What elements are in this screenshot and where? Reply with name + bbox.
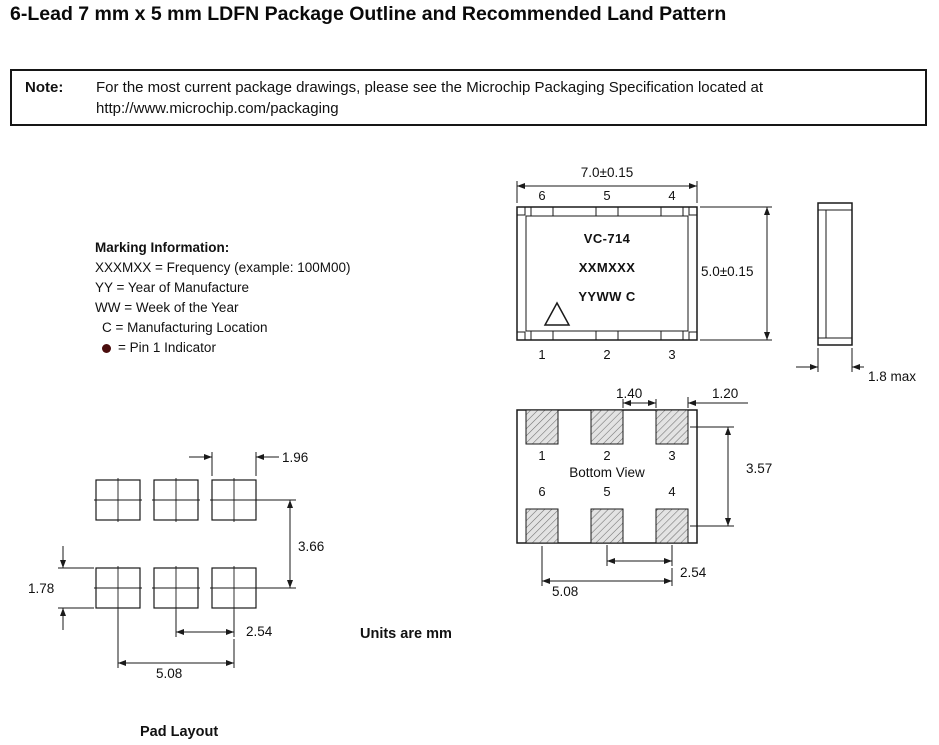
marking-information: Marking Information: XXXMXX = Frequency … — [95, 238, 351, 358]
marking-info-frequency: XXXMXX = Frequency (example: 100M00) — [95, 260, 351, 275]
top-view-package-body — [516, 206, 698, 341]
marking-info-heading: Marking Information: — [95, 240, 230, 255]
dim-label-bv-1-20: 1.20 — [712, 386, 739, 401]
dim-label-package-height: 5.0±0.15 — [701, 264, 754, 279]
bv-pin-label-3: 3 — [668, 448, 676, 463]
bv-pin-label-4: 4 — [668, 484, 676, 499]
bottom-view-label: Bottom View — [569, 465, 645, 480]
dim-label-pl-5-08: 5.08 — [156, 666, 183, 681]
dim-label-bv-1-40: 1.40 — [616, 386, 643, 401]
side-view-thickness-dimension — [796, 348, 864, 372]
bv-pin-label-6: 6 — [538, 484, 546, 499]
marking-info-week: WW = Week of the Year — [95, 300, 239, 315]
pin-label-bottom-1: 1 — [538, 347, 546, 362]
note-text: For the most current package drawings, p… — [96, 79, 764, 96]
pin-label-top-5: 5 — [603, 188, 611, 203]
dim-label-bv-2-54: 2.54 — [680, 565, 707, 580]
package-marking-datecode: YYWW C — [578, 289, 636, 304]
pad-center-crosses — [94, 478, 258, 610]
top-view-edge-pads — [530, 206, 684, 341]
side-view-body — [817, 202, 853, 346]
marking-info-pin1-line: = Pin 1 Indicator — [95, 338, 351, 358]
top-view-drawing — [516, 181, 772, 341]
dim-label-package-width: 7.0±0.15 — [580, 165, 634, 180]
dim-label-pl-1-78: 1.78 — [28, 581, 55, 596]
note-label: Note: — [25, 79, 64, 96]
dim-label-bv-3-57: 3.57 — [746, 461, 773, 476]
top-view-height-dimension — [700, 206, 772, 341]
pin-label-bottom-2: 2 — [603, 347, 611, 362]
units-label: Units are mm — [360, 626, 452, 642]
dim-label-pl-1-96: 1.96 — [282, 450, 309, 465]
page-title: 6-Lead 7 mm x 5 mm LDFN Package Outline … — [10, 3, 727, 25]
dim-label-pl-3-66: 3.66 — [298, 539, 325, 554]
pin1-triangle — [543, 301, 571, 326]
packaging-url: http://www.microchip.com/packaging — [96, 100, 339, 117]
pad-layout-dimensions — [58, 452, 296, 668]
marking-info-location: C = Manufacturing Location — [102, 320, 268, 335]
marking-info-year: YY = Year of Manufacture — [95, 280, 249, 295]
pad-layout-drawing — [58, 452, 296, 668]
pad-layout-label: Pad Layout — [140, 724, 219, 740]
pin-label-top-6: 6 — [538, 188, 546, 203]
bottom-view-dimensions — [541, 397, 748, 586]
dim-label-pl-2-54: 2.54 — [246, 624, 273, 639]
pin1-indicator-dot — [102, 344, 111, 353]
bv-pin-label-1: 1 — [538, 448, 546, 463]
bv-pin-label-5: 5 — [603, 484, 611, 499]
pin1-indicator-text: = Pin 1 Indicator — [118, 340, 216, 355]
top-view-width-dimension — [516, 181, 698, 203]
dim-label-thickness: 1.8 max — [868, 369, 917, 384]
bv-pin-label-2: 2 — [603, 448, 611, 463]
pin-label-top-4: 4 — [668, 188, 676, 203]
side-view-drawing — [796, 202, 864, 372]
dim-label-bv-5-08: 5.08 — [552, 584, 579, 599]
bottom-view-pads — [525, 409, 689, 544]
package-marking-frequency: XXMXXX — [578, 260, 636, 275]
bottom-view-drawing — [516, 397, 748, 586]
note-box: Note: For the most current package drawi… — [10, 69, 927, 126]
pin-label-bottom-3: 3 — [668, 347, 676, 362]
package-marking-model: VC-714 — [583, 231, 631, 246]
